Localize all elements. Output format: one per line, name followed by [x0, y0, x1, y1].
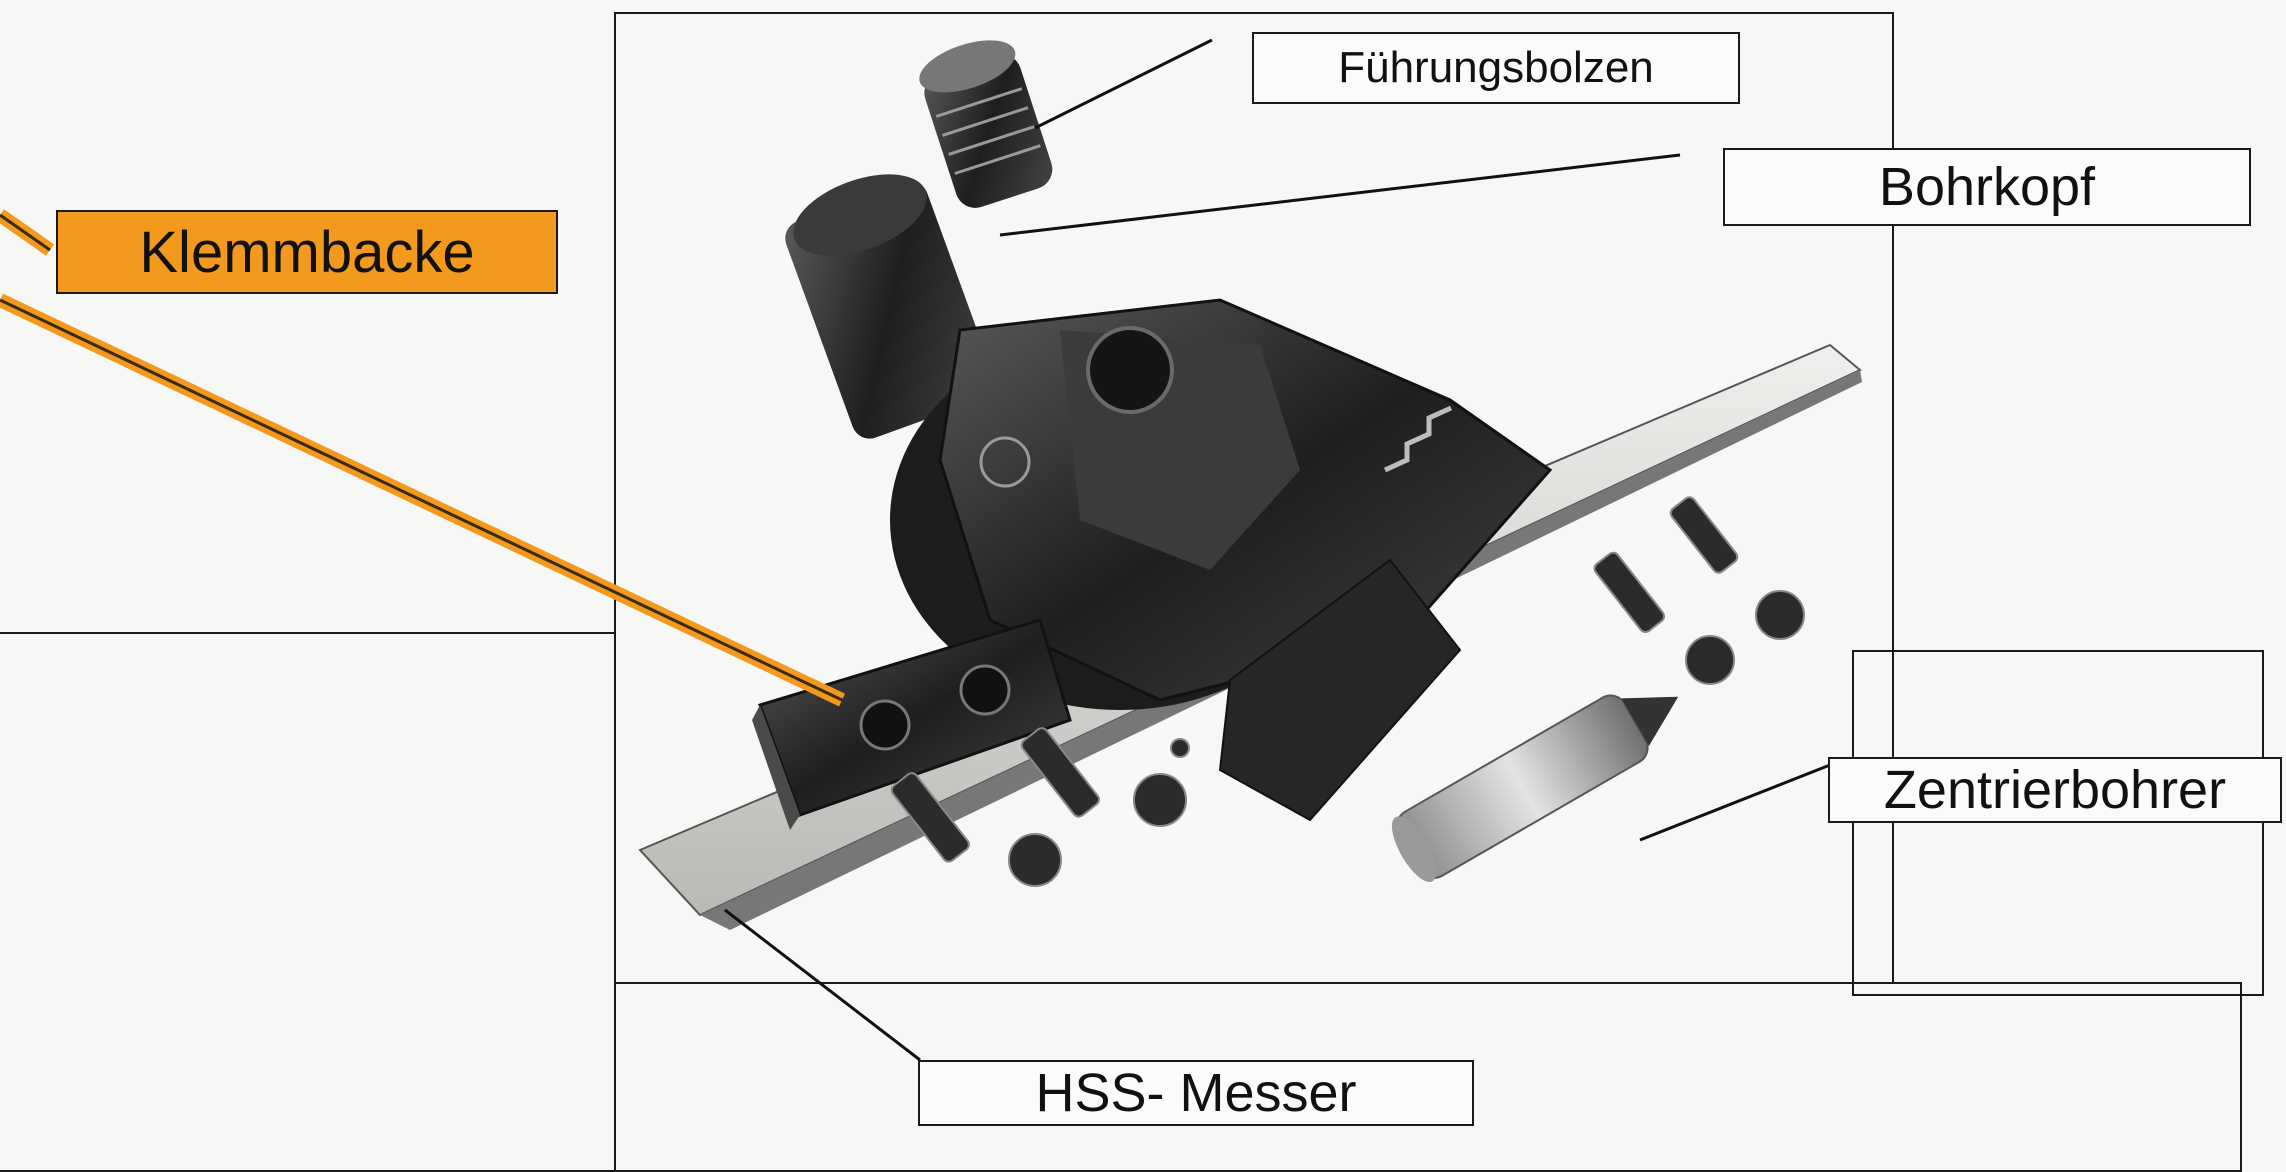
clamping-screws	[890, 496, 1805, 887]
right-answer-box	[1852, 650, 2264, 996]
label-zentrierbohrer-text: Zentrierbohrer	[1883, 760, 2227, 820]
boring-head-shank	[785, 174, 995, 439]
label-klemmbacke: Klemmbacke	[56, 210, 558, 294]
label-fuehrungsbolzen-text: Führungsbolzen	[1338, 43, 1654, 92]
label-bohrkopf: Bohrkopf	[1723, 148, 2251, 226]
leader-klemmbacke-top-dark	[0, 213, 51, 252]
leader-hss-messer	[724, 908, 921, 1062]
centering-drill	[1391, 694, 1679, 883]
label-klemmbacke-text: Klemmbacke	[139, 219, 475, 285]
label-hss-messer: HSS- Messer	[918, 1060, 1474, 1126]
clamp-jaw	[752, 618, 1072, 830]
label-zentrierbohrer: Zentrierbohrer	[1828, 757, 2282, 823]
guide-bolt	[919, 40, 1053, 208]
leader-fuehrungsbolzen	[1034, 38, 1213, 130]
boring-head-body	[890, 298, 1553, 822]
leader-zentrierbohrer	[1639, 763, 1831, 842]
leader-klemmbacke-dark	[0, 298, 843, 702]
label-bohrkopf-text: Bohrkopf	[1878, 157, 2096, 217]
label-fuehrungsbolzen: Führungsbolzen	[1252, 32, 1740, 104]
leader-bohrkopf	[999, 153, 1681, 237]
label-hss-messer-text: HSS- Messer	[1035, 1063, 1357, 1123]
